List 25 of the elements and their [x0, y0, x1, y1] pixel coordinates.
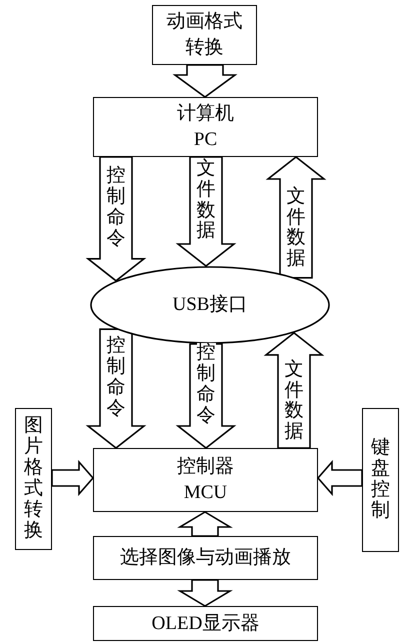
process-box	[15, 408, 52, 550]
edge-label: 控制命令	[106, 336, 126, 420]
process-box	[152, 5, 257, 65]
process-box	[362, 408, 399, 552]
block-arrow	[177, 579, 233, 607]
node-text: 计算机	[177, 102, 234, 126]
process-box	[93, 606, 318, 641]
node-text: 键盘控制	[371, 438, 390, 522]
edge-label: 控制命令	[106, 166, 126, 250]
block-arrow	[172, 64, 238, 98]
node-text: PC	[194, 128, 218, 152]
node-text: MCU	[184, 481, 228, 505]
block-arrow	[51, 460, 94, 496]
process-box	[93, 448, 318, 512]
block-arrow	[177, 511, 233, 537]
edge-label: 控制命令	[196, 343, 216, 427]
node-text: 图片格式转换	[24, 416, 43, 542]
node-text: 动画格式转换	[166, 10, 244, 60]
process-box	[93, 536, 318, 580]
process-box	[93, 97, 318, 157]
block-arrow	[316, 460, 363, 496]
node-text: USB接口	[172, 293, 248, 318]
node-text: OLED显示器	[152, 612, 260, 636]
node-text: 控制器	[177, 455, 234, 480]
node-text: 选择图像与动画播放	[120, 546, 291, 570]
